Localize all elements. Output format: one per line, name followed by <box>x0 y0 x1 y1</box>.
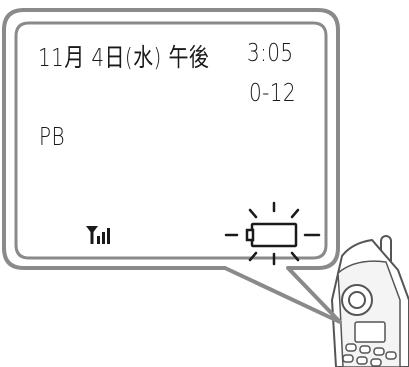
time-display: 3:05 <box>247 38 294 67</box>
battery-blinking-icon <box>224 201 321 266</box>
lcd-screen <box>14 21 328 260</box>
date-display: 11月 4日(水) 午後 <box>38 43 210 72</box>
antenna-signal-icon <box>86 226 110 244</box>
handset-screen <box>354 321 386 343</box>
extension-display: 0-12 <box>249 78 296 107</box>
handset-keypad <box>342 343 397 367</box>
dial-mode-display: PB <box>39 122 65 151</box>
